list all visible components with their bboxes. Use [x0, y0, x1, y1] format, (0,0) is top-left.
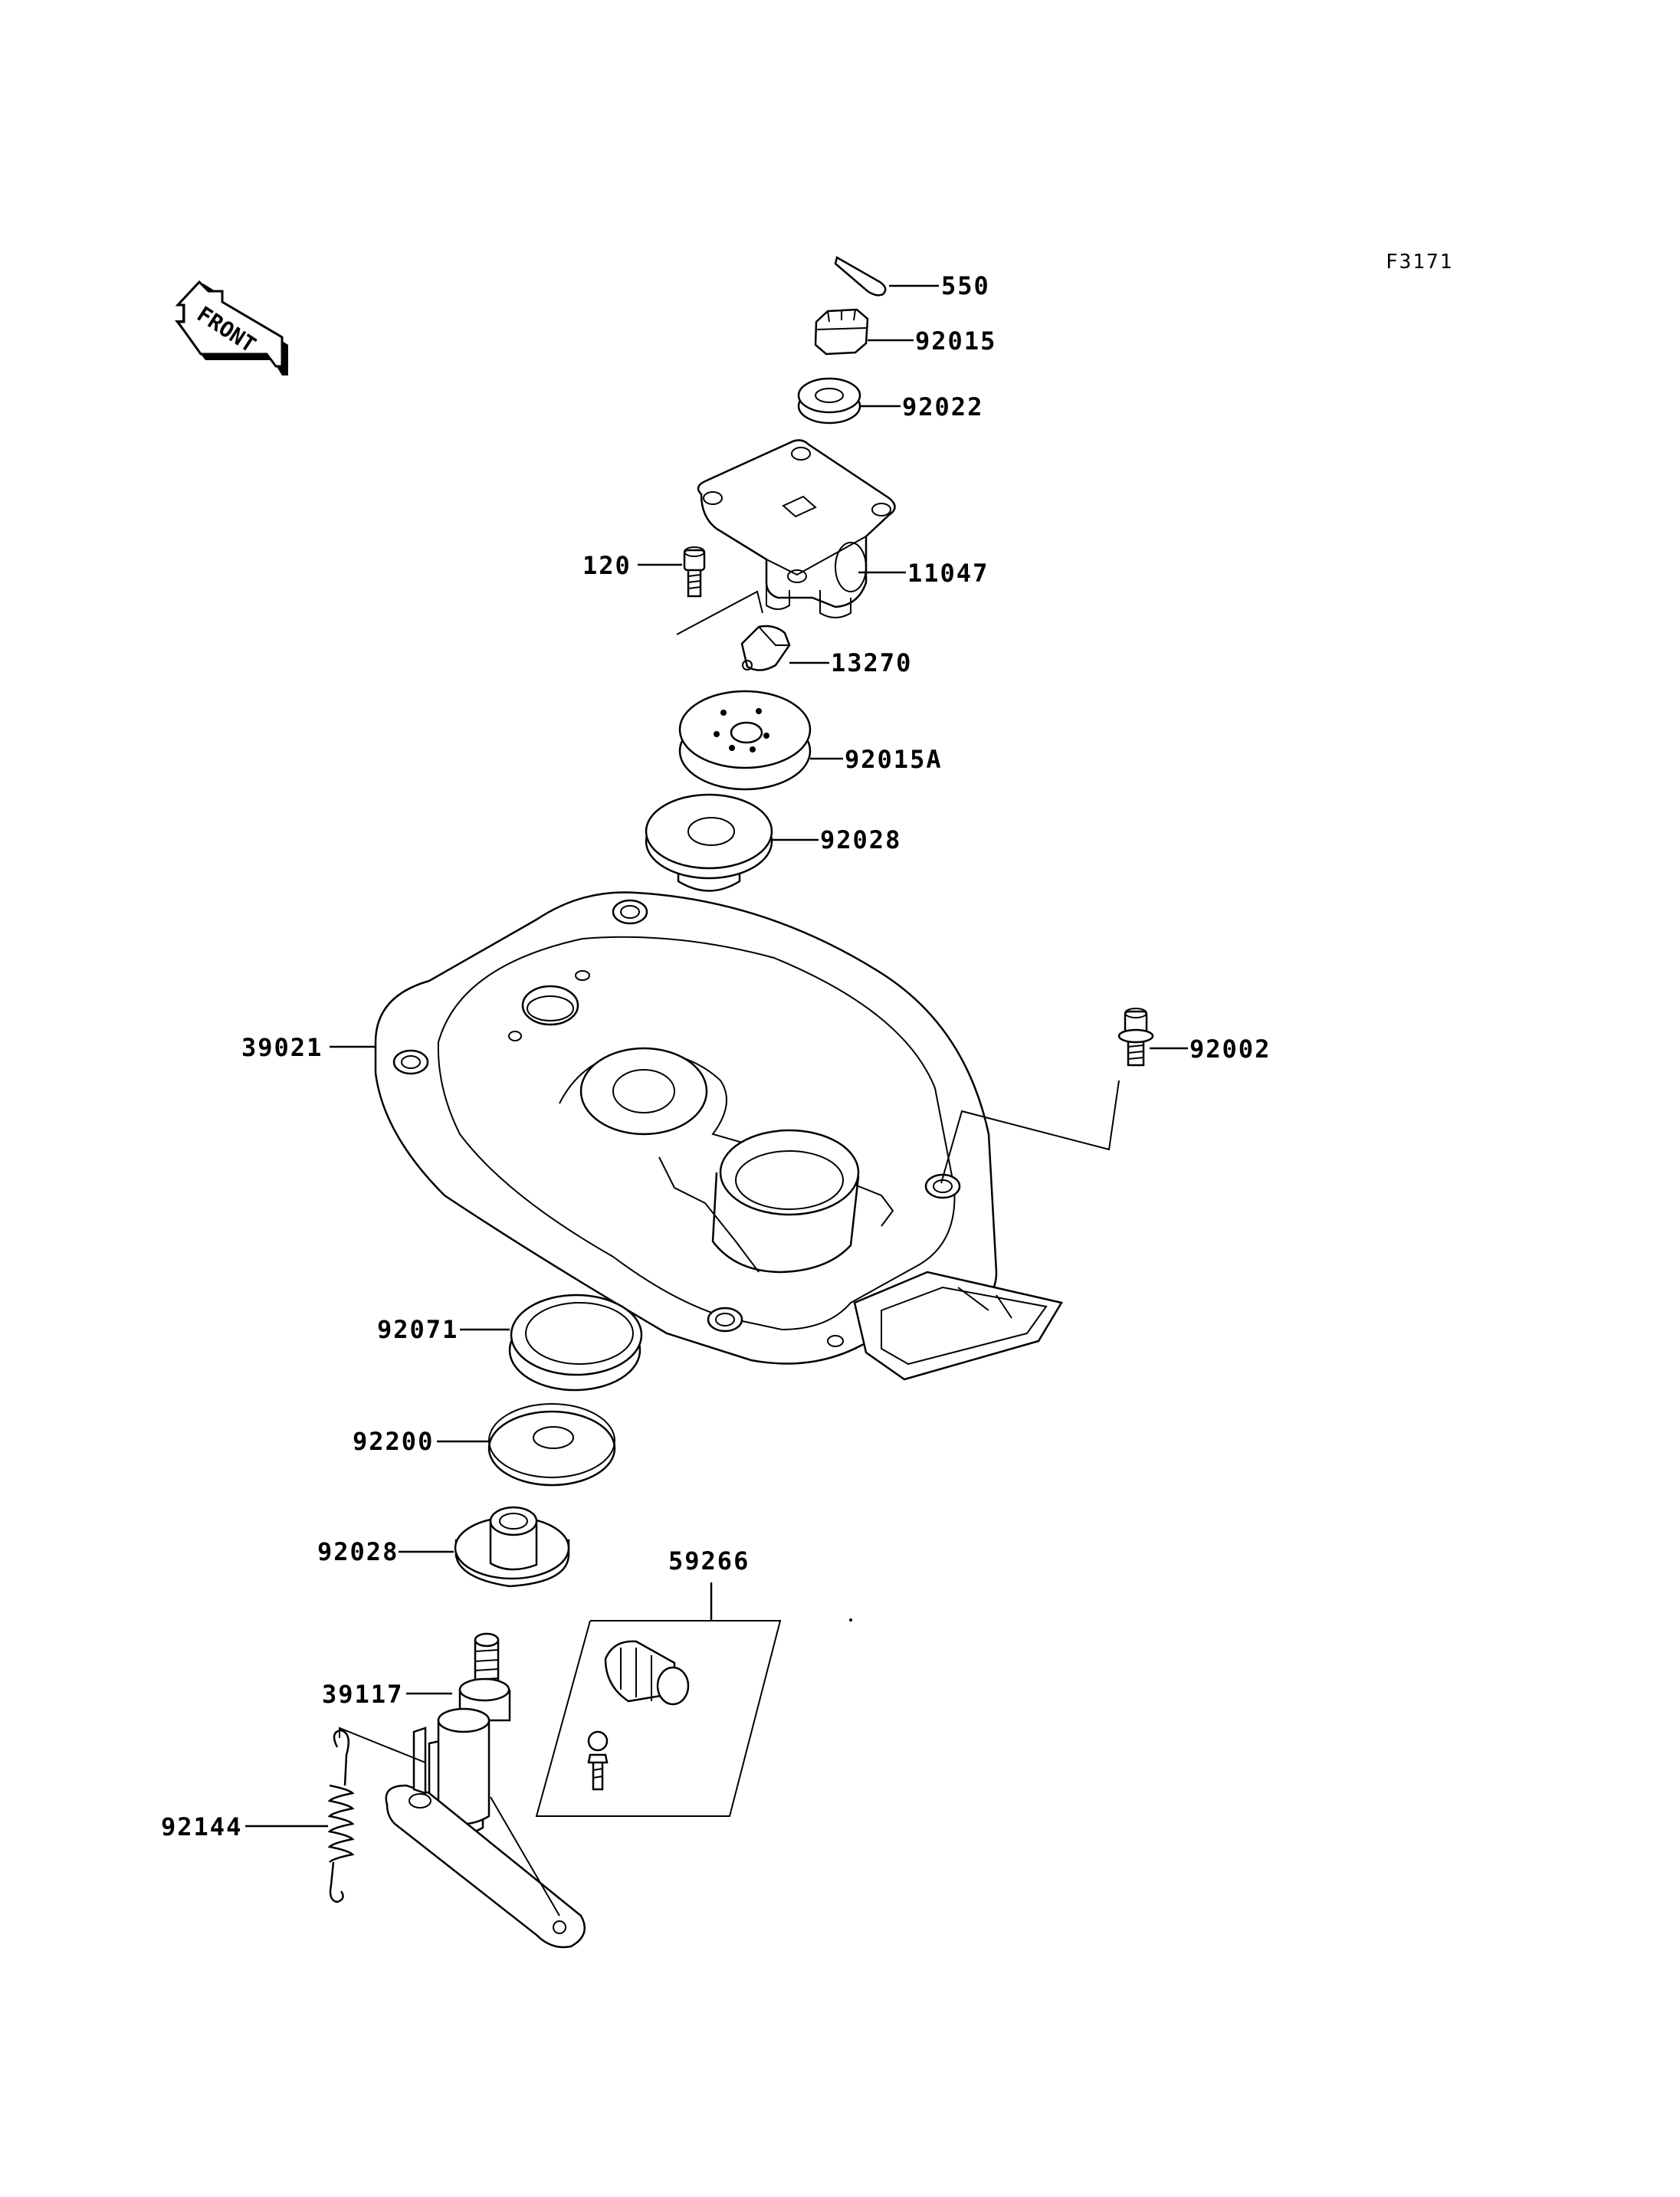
clip-13270 [740, 625, 829, 671]
shaft-39117 [339, 1632, 586, 1949]
stray-mark [849, 1618, 852, 1622]
part-label-92002: 92002 [1189, 1035, 1271, 1064]
part-label-92071: 92071 [377, 1315, 458, 1344]
part-label-120: 120 [582, 551, 632, 580]
spring-92144 [245, 1729, 355, 1904]
figure-code: F3171 [1386, 251, 1453, 274]
bolt-92002 [940, 1008, 1188, 1184]
part-label-92015A: 92015A [845, 745, 943, 774]
housing-plate-39021 [330, 891, 1063, 1381]
disc-92015A [678, 690, 843, 791]
part-label-59266: 59266 [668, 1546, 750, 1576]
washer-92022 [797, 377, 901, 425]
part-label-92028-top: 92028 [820, 825, 901, 854]
part-label-39117: 39117 [322, 1680, 403, 1709]
castle-nut-92015 [814, 308, 914, 356]
part-label-92028-bottom: 92028 [317, 1537, 399, 1566]
washer-92200 [437, 1403, 616, 1487]
part-label-13270: 13270 [831, 648, 912, 677]
part-label-550: 550 [941, 271, 990, 300]
bushing-92028-bottom [399, 1506, 570, 1588]
cotter-pin-550 [834, 256, 939, 297]
part-label-92200: 92200 [353, 1427, 434, 1456]
part-label-92015: 92015 [915, 326, 996, 356]
part-label-11047: 11047 [907, 559, 989, 588]
part-label-92144: 92144 [161, 1812, 242, 1841]
bushing-92028-top [645, 793, 819, 892]
front-arrow-icon: FRONT [175, 280, 288, 375]
seal-92071 [460, 1294, 643, 1392]
part-label-92022: 92022 [902, 392, 983, 421]
bolt-120 [638, 546, 763, 635]
kit-59266 [535, 1582, 782, 1817]
part-label-39021: 39021 [241, 1033, 323, 1062]
bracket-11047 [697, 439, 906, 618]
